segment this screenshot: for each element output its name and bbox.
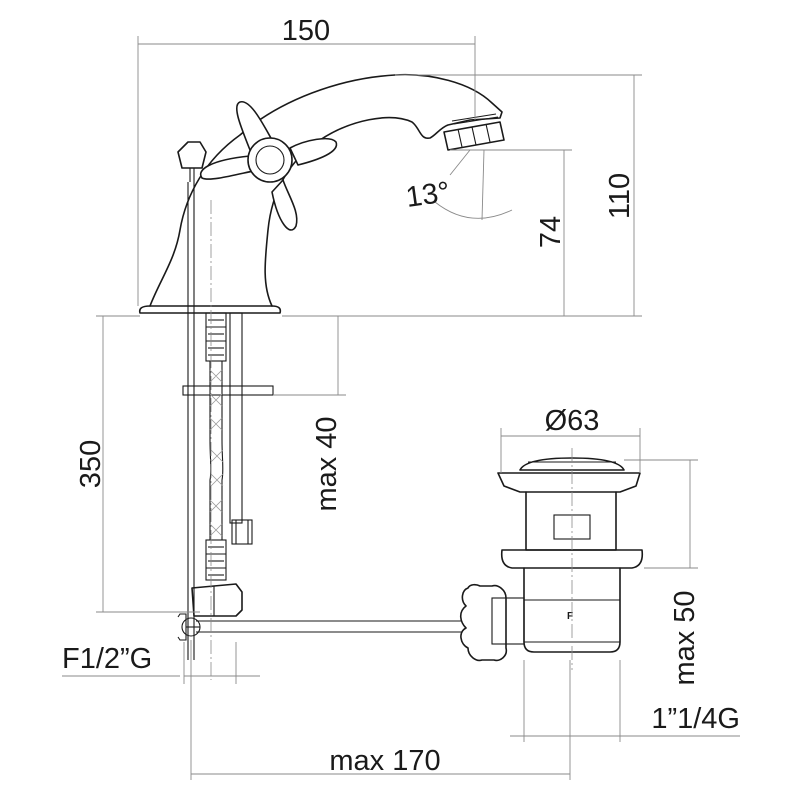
waste-valve: F — [459, 457, 644, 662]
waste-height-label: max 50 — [669, 590, 701, 685]
spout-angle-label: 13° — [404, 176, 452, 214]
faucet — [138, 73, 505, 314]
rod-length-label: max 170 — [329, 745, 440, 777]
waste-diameter-label: Ø63 — [545, 405, 600, 437]
popup-rod — [177, 613, 462, 641]
supply-assembly — [182, 182, 274, 660]
waste-marking: F — [567, 611, 573, 622]
waste-thread-label: 1”1/4G — [651, 703, 740, 735]
faucet-base — [138, 305, 282, 314]
dimension-lines — [62, 36, 740, 780]
spout-height-label: 74 — [535, 216, 567, 248]
max-thickness-label: max 40 — [311, 416, 343, 511]
aerator — [443, 121, 505, 151]
connection-thread-label: F1/2”G — [62, 643, 152, 675]
overall-height-label: 110 — [604, 173, 636, 219]
spout-reach-label: 150 — [282, 15, 330, 47]
cross-handle — [199, 101, 338, 231]
popup-knob — [177, 141, 207, 169]
flexible-length-label: 350 — [75, 440, 107, 488]
